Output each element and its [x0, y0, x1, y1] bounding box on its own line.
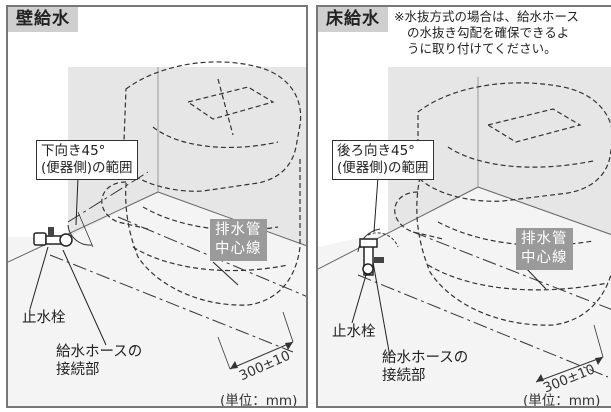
- hose-pointer: [62, 249, 107, 346]
- floor-line: [477, 186, 611, 236]
- drain-centerline-label: 排水管 中心線: [516, 228, 573, 270]
- angle-label: 後ろ向き45°: [337, 143, 415, 159]
- wall-supply-illustration: [8, 61, 306, 406]
- valve-pointer: [29, 246, 49, 310]
- dimension-extension: [282, 311, 294, 343]
- angle-scope-label: (便器側)の範囲: [337, 160, 429, 176]
- angle-arc: [67, 224, 93, 246]
- angle-pointer: [373, 176, 379, 233]
- dimension-extension: [593, 324, 604, 358]
- floor-line: [318, 186, 479, 270]
- drain-pointer: [212, 261, 239, 286]
- dimension-line: [229, 341, 294, 370]
- stop-valve-icon: [33, 227, 73, 247]
- drain-centerline-label: 排水管 中心線: [210, 219, 267, 261]
- angle-arc: [357, 228, 381, 253]
- dimension-arrow: [230, 361, 238, 369]
- angle-pointer: [75, 176, 79, 226]
- dimension-arrow: [536, 374, 544, 382]
- hose-pointer: [372, 261, 391, 358]
- angle-callout: 下向き45° (便器側)の範囲: [36, 140, 138, 180]
- valve-pointer: [351, 274, 367, 324]
- angle-ray: [77, 211, 94, 248]
- dimension-arrow: [285, 342, 293, 350]
- wall-supply-panel: 壁給水 下向き45° (便器側)の範囲 排水管 中心線 止水栓 給水ホースの 接…: [6, 5, 308, 408]
- stop-valve-label: 止水栓: [22, 310, 66, 326]
- wall-shading: [68, 67, 306, 246]
- hose-connection-label: 給水ホースの 接続部: [56, 344, 143, 378]
- floor-supply-illustration: [318, 67, 611, 406]
- drain-note: ※水抜方式の場合は、給水ホース の水抜き勾配を確保できるよ うに取り付けてくださ…: [394, 9, 579, 56]
- angle-label: 下向き45°: [41, 143, 106, 159]
- floor-line: [8, 191, 159, 263]
- toilet-outline: [394, 82, 611, 326]
- guide-lines: [357, 231, 611, 378]
- floor-supply-panel: 床給水 ※水抜方式の場合は、給水ホース の水抜き勾配を確保できるよ うに取り付け…: [316, 5, 611, 408]
- stop-valve-label: 止水栓: [332, 324, 376, 340]
- panel-title: 床給水: [318, 7, 388, 32]
- hose-connection-label: 給水ホースの 接続部: [382, 350, 469, 384]
- angle-arc: [367, 232, 399, 248]
- dimension-arrow: [595, 357, 603, 365]
- toilet-outline: [101, 61, 302, 306]
- dimension-line: [535, 356, 604, 383]
- unit-label: (単位：mm): [220, 393, 298, 408]
- angle-callout: 後ろ向き45° (便器側)の範囲: [332, 140, 434, 180]
- panel-title: 壁給水: [8, 7, 78, 32]
- dimension-extension: [217, 336, 231, 370]
- angle-scope-label: (便器側)の範囲: [41, 160, 133, 176]
- stop-valve-icon: [359, 238, 384, 276]
- unit-label: (単位：mm): [523, 393, 601, 408]
